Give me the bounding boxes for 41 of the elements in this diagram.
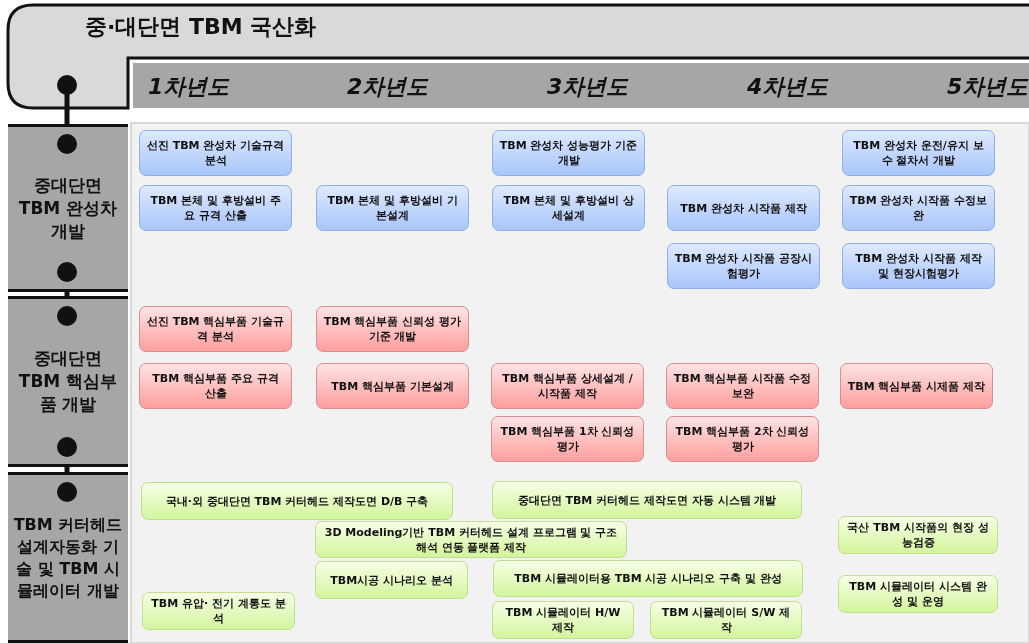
task-box: TBM 유압· 전기 계통도 분석 <box>142 592 295 630</box>
title: 중·대단면 TBM 국산화 <box>85 13 317 41</box>
row-header: 중대단면 TBM 완성차 개발 <box>8 124 128 292</box>
connector <box>57 75 77 154</box>
year-label: 3차년도 <box>547 73 629 101</box>
task-box: 3D Modeling기반 TBM 커터헤드 설계 프로그램 및 구조해석 연동 플랫폼 제작 <box>315 521 627 558</box>
task-box: TBM 시뮬레이터 시스템 완성 및 운영 <box>838 575 998 613</box>
task-box: TBM 핵심부품 기본설계 <box>316 363 469 409</box>
task-box: TBM 완성차 성능평가 기준 개발 <box>492 130 645 176</box>
row-header: 중대단면 TBM 핵심부품 개발 <box>8 296 128 467</box>
task-box: 선진 TBM 완성차 기술규격 분석 <box>139 130 292 176</box>
task-box: TBM 완성차 시작품 제작 <box>667 185 820 231</box>
year-label: 2차년도 <box>347 73 429 101</box>
task-box: TBM 완성차 시작품 공장시험평가 <box>667 243 820 289</box>
task-box: TBM 본체 및 후방설비 상세설계 <box>492 185 645 231</box>
task-box: TBM 핵심부품 신뢰성 평가 기준 개발 <box>316 306 469 352</box>
task-box: TBM 본체 및 후방설비 주요 규격 산출 <box>139 185 292 231</box>
year-label: 4차년도 <box>747 73 829 101</box>
connector <box>57 262 77 326</box>
task-box: TBM 완성차 운전/유지 보수 절차서 개발 <box>842 130 995 176</box>
task-box: TBM 시뮬레이터용 TBM 시공 시나리오 구축 및 완성 <box>493 560 803 597</box>
year-label: 5차년도 <box>947 73 1029 101</box>
task-box: 선진 TBM 핵심부품 기술규격 분석 <box>139 306 292 352</box>
task-box: 중대단면 TBM 커터헤드 제작도면 자동 시스템 개발 <box>492 481 802 519</box>
task-box: 국산 TBM 시작품의 현장 성능검증 <box>838 516 998 554</box>
task-box: TBM 핵심부품 1차 신뢰성 평가 <box>491 416 644 462</box>
task-box: TBM 본체 및 후방설비 기본설계 <box>316 185 469 231</box>
task-box: TBM 핵심부품 2차 신뢰성 평가 <box>666 416 819 462</box>
task-box: 국내·외 중대단면 TBM 커터헤드 제작도면 D/B 구축 <box>141 482 453 520</box>
task-box: TBM 핵심부품 시제품 제작 <box>840 363 993 409</box>
connector <box>57 437 77 502</box>
task-box: TBM 완성차 시작품 제작 및 현장시험평가 <box>842 243 995 289</box>
task-box: TBM시공 시나리오 분석 <box>315 561 468 599</box>
row-header: TBM 커터헤드 설계자동화 기술 및 TBM 시뮬레이터 개발 <box>8 472 128 643</box>
task-box: TBM 완성차 시작품 수정보완 <box>842 185 995 231</box>
task-box: TBM 시뮬레이터 S/W 제작 <box>650 601 802 639</box>
task-box: TBM 핵심부품 주요 규격 산출 <box>139 363 292 409</box>
year-label: 1차년도 <box>148 73 230 101</box>
task-box: TBM 시뮬레이터 H/W 제작 <box>492 601 634 639</box>
task-box: TBM 핵심부품 시작품 수정보완 <box>666 363 819 409</box>
task-box: TBM 핵심부품 상세설계 / 시작품 제작 <box>491 363 644 409</box>
